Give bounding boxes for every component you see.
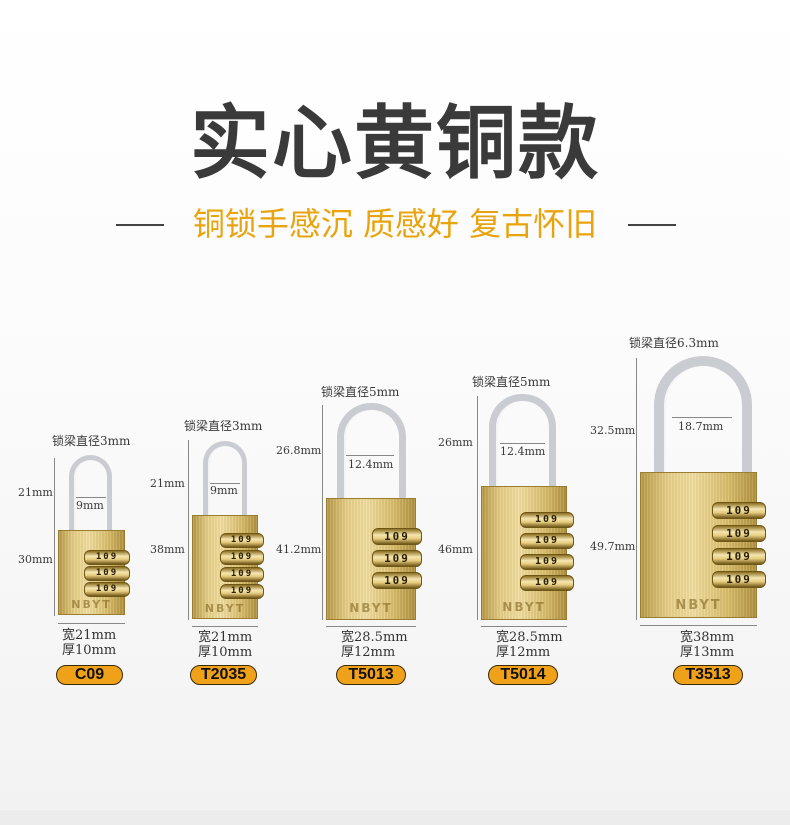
body-height-label: 46mm [438, 543, 473, 556]
shackle-diameter-label: 锁梁直径6.3mm [629, 336, 719, 350]
lock-body [481, 486, 567, 620]
code-wheel[interactable]: 109 [220, 584, 264, 599]
dimension-line [188, 440, 189, 620]
code-wheel[interactable]: 109 [712, 525, 766, 542]
shackle-diameter-label: 锁梁直径3mm [52, 434, 131, 448]
thickness-label: 厚12mm [496, 645, 551, 660]
shackle-inner-label: 18.7mm [678, 420, 724, 433]
body-height-label: 49.7mm [590, 540, 636, 553]
model-badge: T5014 [488, 665, 558, 685]
lock-shackle [69, 455, 112, 533]
floor-band [0, 810, 790, 825]
thickness-label: 厚13mm [680, 645, 735, 660]
code-wheel[interactable]: 109 [84, 582, 130, 597]
width-line [326, 626, 416, 627]
shackle-inner-label: 9mm [210, 484, 238, 497]
code-wheel[interactable]: 109 [712, 548, 766, 565]
inner-width-line [500, 443, 545, 444]
code-wheel[interactable]: 109 [520, 554, 574, 570]
code-wheel[interactable]: 109 [520, 533, 574, 549]
code-wheel[interactable]: 109 [712, 502, 766, 519]
lock-body [640, 472, 757, 618]
brand-mark: NBYT [349, 601, 393, 615]
width-line [58, 623, 125, 624]
code-wheel[interactable]: 109 [372, 550, 422, 567]
model-badge: T3513 [673, 665, 743, 685]
thickness-label: 厚10mm [198, 645, 253, 660]
brand-mark: NBYT [204, 602, 246, 615]
shackle-height-label: 26mm [438, 436, 473, 449]
code-wheel[interactable]: 109 [84, 550, 130, 565]
dimension-line [322, 405, 323, 620]
shackle-diameter-label: 锁梁直径3mm [184, 419, 263, 433]
shackle-height-label: 26.8mm [276, 444, 322, 457]
shackle-height-label: 21mm [18, 486, 53, 499]
thickness-label: 厚10mm [62, 643, 117, 658]
brand-mark: NBYT [502, 600, 546, 614]
code-wheel[interactable]: 109 [84, 566, 130, 581]
width-label: 宽38mm [680, 630, 735, 645]
width-label: 宽28.5mm [496, 630, 563, 645]
code-wheel[interactable]: 109 [372, 528, 422, 545]
shackle-inner-label: 12.4mm [348, 458, 394, 471]
lock-shackle [489, 394, 556, 492]
code-wheel[interactable]: 109 [220, 567, 264, 582]
shackle-inner-label: 9mm [76, 499, 104, 512]
body-height-label: 41.2mm [276, 543, 322, 556]
code-wheel[interactable]: 109 [520, 575, 574, 591]
model-badge: T2035 [190, 665, 257, 685]
inner-width-line [210, 483, 240, 484]
code-wheel[interactable]: 109 [220, 550, 264, 565]
code-wheel[interactable]: 109 [372, 572, 422, 589]
brand-mark: NBYT [675, 598, 722, 613]
body-height-label: 38mm [150, 543, 185, 556]
shackle-diameter-label: 锁梁直径5mm [321, 385, 400, 399]
subtitle-line-right [628, 224, 676, 226]
size-text: 宽21mm 厚10mm [62, 628, 116, 658]
code-wheel[interactable]: 109 [520, 512, 574, 528]
lock-shackle [203, 441, 247, 520]
dimension-line [54, 458, 55, 616]
lock-shackle [337, 403, 406, 503]
shackle-inner-label: 12.4mm [500, 445, 546, 458]
width-line [192, 626, 258, 627]
inner-width-line [346, 455, 394, 456]
model-badge: T5013 [336, 665, 406, 685]
shackle-height-label: 21mm [150, 477, 185, 490]
brand-mark: NBYT [71, 598, 112, 611]
dimension-line [636, 358, 637, 620]
body-height-label: 30mm [18, 553, 53, 566]
inner-width-line [76, 497, 106, 498]
lock-shackle [654, 356, 752, 476]
size-text: 宽28.5mm 厚12mm [341, 630, 408, 660]
inner-width-line [672, 417, 732, 418]
width-line [481, 626, 567, 627]
shackle-height-label: 32.5mm [590, 424, 636, 437]
code-wheel[interactable]: 109 [712, 571, 766, 588]
page-subtitle: 铜锁手感沉 质感好 复古怀旧 [192, 205, 598, 243]
thickness-label: 厚12mm [341, 645, 396, 660]
page-title: 实心黄铜款 [190, 97, 600, 190]
width-line [640, 625, 757, 626]
dimension-line [477, 396, 478, 620]
width-label: 宽21mm [198, 630, 253, 645]
width-label: 宽28.5mm [341, 630, 408, 645]
size-text: 宽28.5mm 厚12mm [496, 630, 563, 660]
size-text: 宽38mm 厚13mm [680, 630, 734, 660]
width-label: 宽21mm [62, 628, 117, 643]
model-badge: C09 [56, 665, 123, 685]
subtitle-line-left [116, 224, 164, 226]
size-text: 宽21mm 厚10mm [198, 630, 252, 660]
code-wheel[interactable]: 109 [220, 533, 264, 548]
shackle-diameter-label: 锁梁直径5mm [472, 375, 551, 389]
